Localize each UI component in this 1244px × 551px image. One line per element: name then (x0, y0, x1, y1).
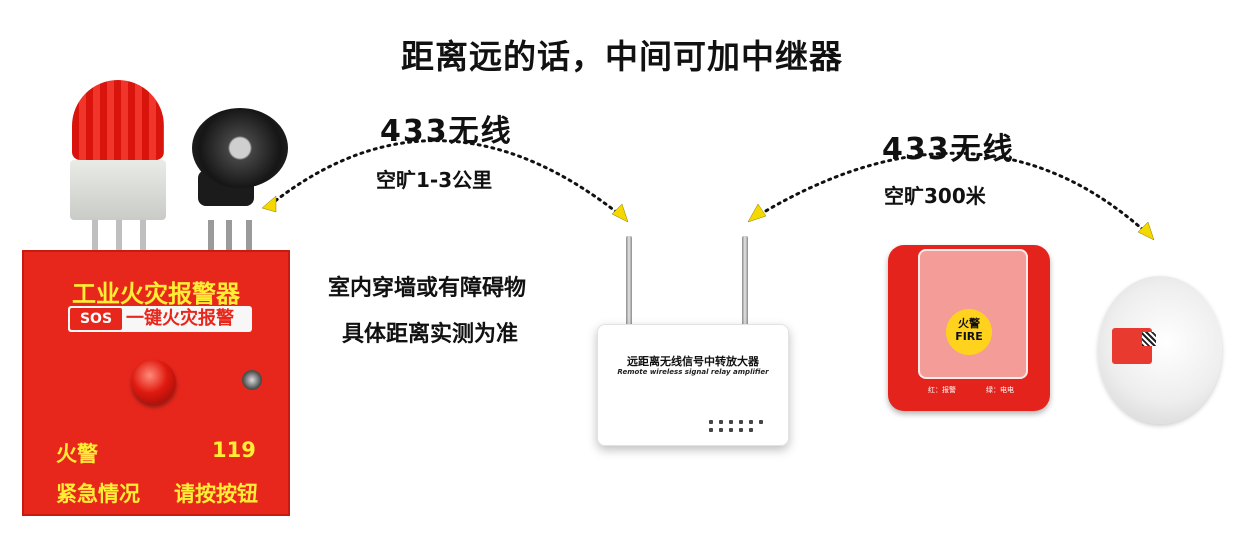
sos-tag: SOS (70, 308, 122, 330)
label-fire: 火警 (56, 442, 98, 466)
fire-button-en: FIRE (955, 330, 983, 343)
alarm-push-button[interactable] (132, 360, 176, 404)
smoke-detector-icon (1098, 276, 1222, 424)
left-link-title: 433无线 (380, 114, 513, 149)
right-arrow-right (1137, 221, 1155, 241)
led-icon (749, 428, 753, 432)
call-point-footer-right: 绿：电电 (986, 386, 1014, 394)
led-icon (719, 428, 723, 432)
alarm-panel-title: 工业火灾报警器 (72, 280, 240, 308)
repeater-label-cn: 远距离无线信号中转放大器 (627, 355, 759, 368)
right-link-arc (752, 151, 1152, 238)
fire-button[interactable]: 火警 FIRE (946, 309, 992, 355)
headline: 距离远的话，中间可加中继器 (401, 37, 843, 76)
led-icon (739, 420, 743, 424)
right-link-title: 433无线 (882, 132, 1015, 167)
note-line-1: 室内穿墙或有障碍物 (328, 276, 527, 301)
left-link-arc (268, 139, 626, 220)
beacon-base (70, 160, 166, 220)
label-emergency: 紧急情况 (56, 482, 140, 506)
horn-speaker-icon (192, 108, 288, 188)
led-icon (739, 428, 743, 432)
led-icon (709, 428, 713, 432)
left-link-range: 空旷1-3公里 (376, 168, 493, 192)
key-switch-icon[interactable] (242, 370, 262, 390)
sos-text: 一键火灾报警 (126, 308, 234, 329)
manual-call-point: 火警 FIRE 红：报警 绿：电电 (888, 245, 1050, 411)
led-icon (729, 420, 733, 424)
left-arrow-right (611, 203, 629, 223)
label-number: 119 (212, 438, 256, 462)
led-icon (709, 420, 713, 424)
call-point-footer-left: 红：报警 (928, 386, 956, 394)
beacon-post (140, 220, 146, 252)
antenna-right (742, 236, 748, 332)
beacon-post (92, 220, 98, 252)
sos-bar: SOS 一键火灾报警 (68, 306, 252, 332)
note-line-2: 具体距离实测为准 (342, 322, 519, 347)
led-icon (729, 428, 733, 432)
right-arrow-left (747, 203, 767, 223)
led-icon (749, 420, 753, 424)
repeater-label-en: Remote wireless signal relay amplifier (617, 368, 769, 376)
led-icon (759, 420, 763, 424)
left-arrow-left (261, 195, 277, 213)
beacon-light-icon (72, 80, 164, 160)
repeater-device: 远距离无线信号中转放大器 Remote wireless signal rela… (597, 324, 789, 446)
beacon-post (116, 220, 122, 252)
speaker-rod (208, 220, 214, 254)
right-link-range: 空旷300米 (884, 184, 986, 208)
speaker-rod (246, 220, 252, 254)
alarm-panel: 工业火灾报警器 SOS 一键火灾报警 火警 119 紧急情况 请按按钮 (22, 250, 290, 516)
led-icon (719, 420, 723, 424)
qr-code-icon (1142, 332, 1156, 346)
speaker-rod (226, 220, 232, 254)
antenna-left (626, 236, 632, 332)
label-press-button: 请按按钮 (174, 482, 258, 506)
fire-button-cn: 火警 (958, 317, 980, 330)
